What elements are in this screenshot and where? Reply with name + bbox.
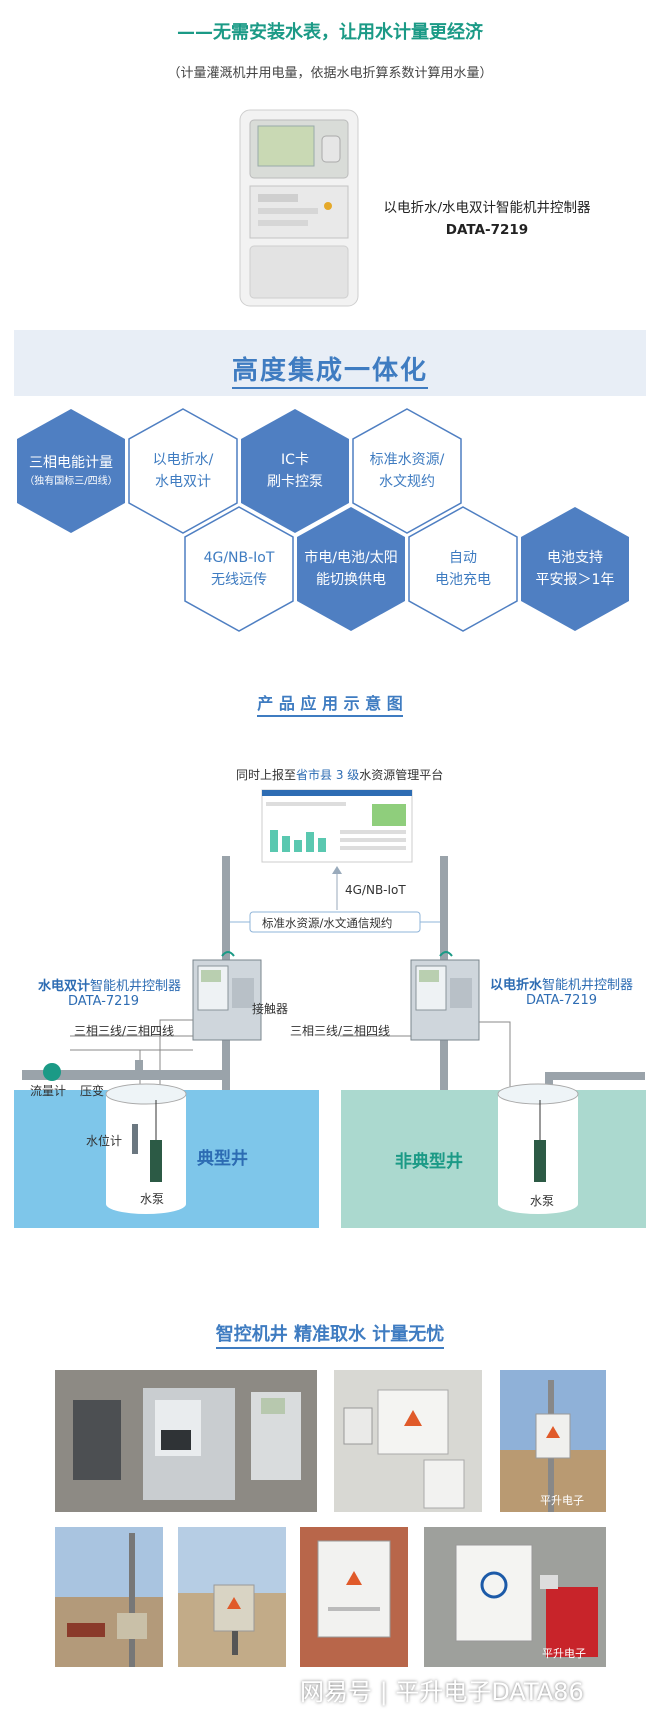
diagram-graphics — [14, 789, 646, 1228]
typical-well-label: 典型井 — [197, 1149, 248, 1169]
photo-label-1: 平升电子 — [540, 1494, 584, 1507]
level-label: 水位计 — [86, 1134, 123, 1148]
photo-cabinet-open — [55, 1370, 317, 1512]
product-model: DATA-7219 — [445, 222, 529, 238]
photo-field-pole-1: 平升电子 — [500, 1370, 606, 1512]
feature-hex-power: 市电/电池/太阳 能切换供电 — [295, 505, 407, 633]
left-controller-title: 水电双计智能机井控制器 — [38, 979, 182, 994]
left-controller-model: DATA-7219 — [68, 994, 139, 1009]
product-name: 以电折水/水电双计智能机井控制器 — [383, 200, 591, 216]
right-controller-title: 以电折水智能机井控制器 — [490, 978, 634, 993]
banner-title: 高度集成一体化 — [14, 350, 646, 389]
pressure-label: 压变 — [80, 1084, 105, 1098]
network-label: 4G/NB-IoT — [345, 883, 406, 897]
photo-brick-wall-box — [300, 1527, 408, 1667]
platform-caption: 同时上报至省市县 3 级水资源管理平台 — [236, 768, 444, 782]
application-diagram: 同时上报至省市县 3 级水资源管理平台 4G/NB-IoT 标准水资源/水文通信… — [0, 760, 660, 1280]
feature-hex-water-calc: 以电折水/ 水电双计 — [127, 407, 239, 535]
section-title-application: 产 品 应 用 示 意 图 — [0, 690, 660, 717]
headline: ——无需安装水表，让用水计量更经济 — [177, 22, 483, 43]
feature-hex-energy: 三相电能计量 （独有国标三/四线） — [15, 407, 127, 535]
protocol-label: 标准水资源/水文通信规约 — [262, 916, 393, 930]
feature-hex-protocol: 标准水资源/ 水文规约 — [351, 407, 463, 535]
photo-field-pole-2 — [55, 1527, 163, 1667]
section-title-slogan: 智控机井 精准取水 计量无忧 — [0, 1320, 660, 1349]
left-pump-label: 水泵 — [140, 1192, 165, 1206]
photo-indoor-box — [334, 1370, 482, 1512]
photo-field-box — [178, 1527, 286, 1667]
feature-hex-ic-card: IC卡 刷卡控泵 — [239, 407, 351, 535]
feature-hexagons: 三相电能计量 （独有国标三/四线） 以电折水/ 水电双计 IC卡 刷卡控泵 标准… — [0, 405, 660, 660]
flowmeter-label: 流量计 — [30, 1084, 67, 1098]
feature-hex-battery: 电池支持 平安报＞1年 — [519, 505, 631, 633]
photo-label-2: 平升电子 — [542, 1647, 586, 1660]
contactor-label: 接触器 — [252, 1002, 289, 1016]
feature-hex-wireless: 4G/NB-IoT 无线远传 — [183, 505, 295, 633]
product-caption: 以电折水/水电双计智能机井控制器 DATA-7219 — [382, 197, 592, 241]
right-controller-model: DATA-7219 — [526, 993, 597, 1008]
feature-banner — [14, 330, 646, 396]
meter-illustration — [239, 109, 359, 307]
right-pump-label: 水泵 — [530, 1194, 555, 1208]
atypical-well-label: 非典型井 — [395, 1152, 463, 1172]
subheadline: （计量灌溉机井用电量，依据水电折算系数计算用水量） — [167, 66, 493, 81]
right-wire-label: 三相三线/三相四线 — [290, 1024, 391, 1038]
photo-pump-room: 平升电子 — [424, 1527, 606, 1667]
watermark: 网易号 | 平升电子DATA86 — [300, 1678, 584, 1706]
feature-hex-charging: 自动 电池充电 — [407, 505, 519, 633]
left-wire-label: 三相三线/三相四线 — [74, 1024, 175, 1038]
